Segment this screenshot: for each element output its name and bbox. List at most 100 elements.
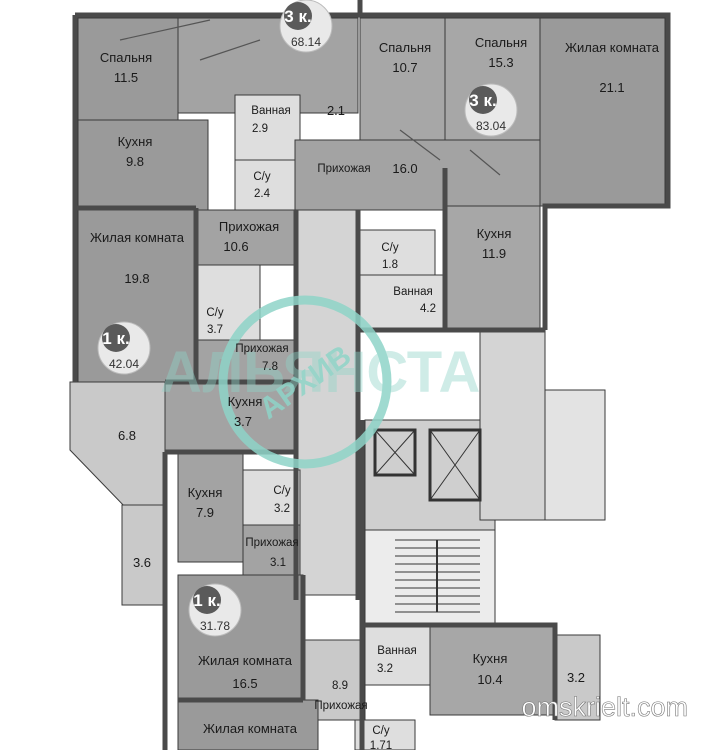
room-area: 4.2 xyxy=(420,303,436,315)
room-area: 7.8 xyxy=(262,361,278,373)
room-name: Спальня xyxy=(379,40,431,55)
room-wc-3-2 xyxy=(242,469,301,526)
room-name: Жилая комната xyxy=(90,230,185,245)
walls xyxy=(72,0,671,750)
room-name: Кухня xyxy=(477,226,512,241)
room-area: 10.4 xyxy=(477,672,502,687)
room-balcony-6-8 xyxy=(69,381,166,511)
room-area: 19.8 xyxy=(124,271,149,286)
site-watermark: omskrielt.com xyxy=(521,692,688,722)
room-area: 6.8 xyxy=(118,428,136,443)
room-area: 21.1 xyxy=(599,80,624,95)
room-area: 2.9 xyxy=(252,123,268,135)
lift-1-icon xyxy=(373,428,417,477)
watermark-brand: АЛЬЯНСТА xyxy=(160,340,480,405)
room-balcony-right xyxy=(544,389,606,521)
stairs-icon xyxy=(395,539,480,613)
room-name: Кухня xyxy=(228,394,263,409)
apartment-area: 68.14 xyxy=(291,35,321,49)
room-wc-1-71 xyxy=(354,719,416,750)
lift-2-cross-icon xyxy=(429,429,481,501)
room-kitchen-11-9 xyxy=(444,205,541,331)
room-name: С/у xyxy=(206,307,224,319)
room-area: 1.8 xyxy=(382,259,398,271)
room-name: С/у xyxy=(381,242,399,254)
room-area: 16.0 xyxy=(392,161,417,176)
room-kitchen-9-8 xyxy=(77,119,209,211)
room-area: 3.7 xyxy=(234,414,252,429)
room-stairs xyxy=(364,529,496,626)
room-name: Прихожая xyxy=(245,537,298,549)
room-name: Прихожая xyxy=(317,163,370,175)
room-area: 2.1 xyxy=(327,103,345,118)
apartment-badge-1: 3 к. 83.04 xyxy=(464,83,518,137)
apartment-rooms: 3 к. xyxy=(284,7,311,26)
room-name: Кухня xyxy=(118,134,153,149)
room-area: 11.5 xyxy=(114,70,138,85)
room-area: 3.7 xyxy=(207,324,223,336)
lift-2-icon xyxy=(428,428,482,502)
room-area: 2.4 xyxy=(254,188,271,200)
room-hall-3-1 xyxy=(242,524,301,576)
room-name: Спальня xyxy=(100,50,152,65)
room-balcony-3-6 xyxy=(121,504,168,606)
room-area: 3.1 xyxy=(270,557,286,569)
apartment-area: 42.04 xyxy=(109,357,139,371)
room-area: 3.2 xyxy=(274,503,290,515)
apartment-rooms: 1 к. xyxy=(193,591,220,610)
room-balcony-3-2 xyxy=(554,634,601,721)
room-kitchen-7-9 xyxy=(177,451,244,563)
watermark-ring xyxy=(218,295,392,469)
room-kitchen-10-4 xyxy=(429,624,556,716)
room-name: С/у xyxy=(372,725,390,737)
room-name: Прихожая xyxy=(219,219,279,234)
apartment-area: 31.78 xyxy=(200,619,230,633)
room-area: 3.2 xyxy=(377,663,393,675)
apartment-rooms: 1 к. xyxy=(102,329,129,348)
room-name: Ванная xyxy=(377,645,416,657)
room-name: Жилая комната xyxy=(565,40,660,55)
room-area: 1.71 xyxy=(370,740,392,750)
door-swing-lines xyxy=(119,19,261,61)
room-corridor xyxy=(295,209,357,596)
room-area: 7.9 xyxy=(196,505,214,520)
room-area: 16.5 xyxy=(232,676,257,691)
room-area: 10.6 xyxy=(223,239,248,254)
room-area: 9.8 xyxy=(126,154,144,169)
wall-top-right xyxy=(360,12,671,330)
room-bathroom-2-9 xyxy=(234,94,301,166)
room-name: Прихожая xyxy=(314,700,367,712)
room-name: Ванная xyxy=(393,286,432,298)
room-area: 10.7 xyxy=(392,60,417,75)
room-corridor-right xyxy=(479,329,546,521)
apartment-badge-3: 1 к. 31.78 xyxy=(188,583,242,637)
room-area: 3.2 xyxy=(567,670,585,685)
apartment-badges: 3 к. 68.14 3 к. 83.04 1 к. 42.04 1 к. 31… xyxy=(97,0,518,637)
room-bedroom-11-5 xyxy=(77,17,179,121)
lift-1-cross-icon xyxy=(374,429,416,476)
room-area: 15.3 xyxy=(488,55,513,70)
room-area: 3.6 xyxy=(133,555,151,570)
room-name: Кухня xyxy=(188,485,223,500)
wall-lower-right xyxy=(362,622,558,720)
room-name: Ванная xyxy=(251,105,290,117)
room-area: 11.9 xyxy=(482,246,506,261)
apartment-rooms: 3 к. xyxy=(469,91,496,110)
door-swing-lines-2 xyxy=(399,129,501,176)
room-area: 8.9 xyxy=(332,680,348,692)
room-name: Прихожая xyxy=(235,343,288,355)
room-name: Спальня xyxy=(475,35,527,50)
room-name: С/у xyxy=(253,171,271,183)
room-wc-3-7 xyxy=(195,264,261,341)
room-name: Жилая комната xyxy=(198,653,293,668)
watermark: АЛЬЯНСТА АРХИВ xyxy=(160,295,480,469)
room-name: Кухня xyxy=(473,651,508,666)
room-wc-2-4 xyxy=(234,159,296,211)
room-name: Жилая комната xyxy=(203,721,298,736)
room-name: С/у xyxy=(273,485,291,497)
room-living-21-1 xyxy=(539,17,666,207)
apartment-area: 83.04 xyxy=(476,119,506,133)
apartment-badge-0: 3 к. 68.14 xyxy=(279,0,333,53)
apartment-badge-2: 1 к. 42.04 xyxy=(97,321,151,375)
